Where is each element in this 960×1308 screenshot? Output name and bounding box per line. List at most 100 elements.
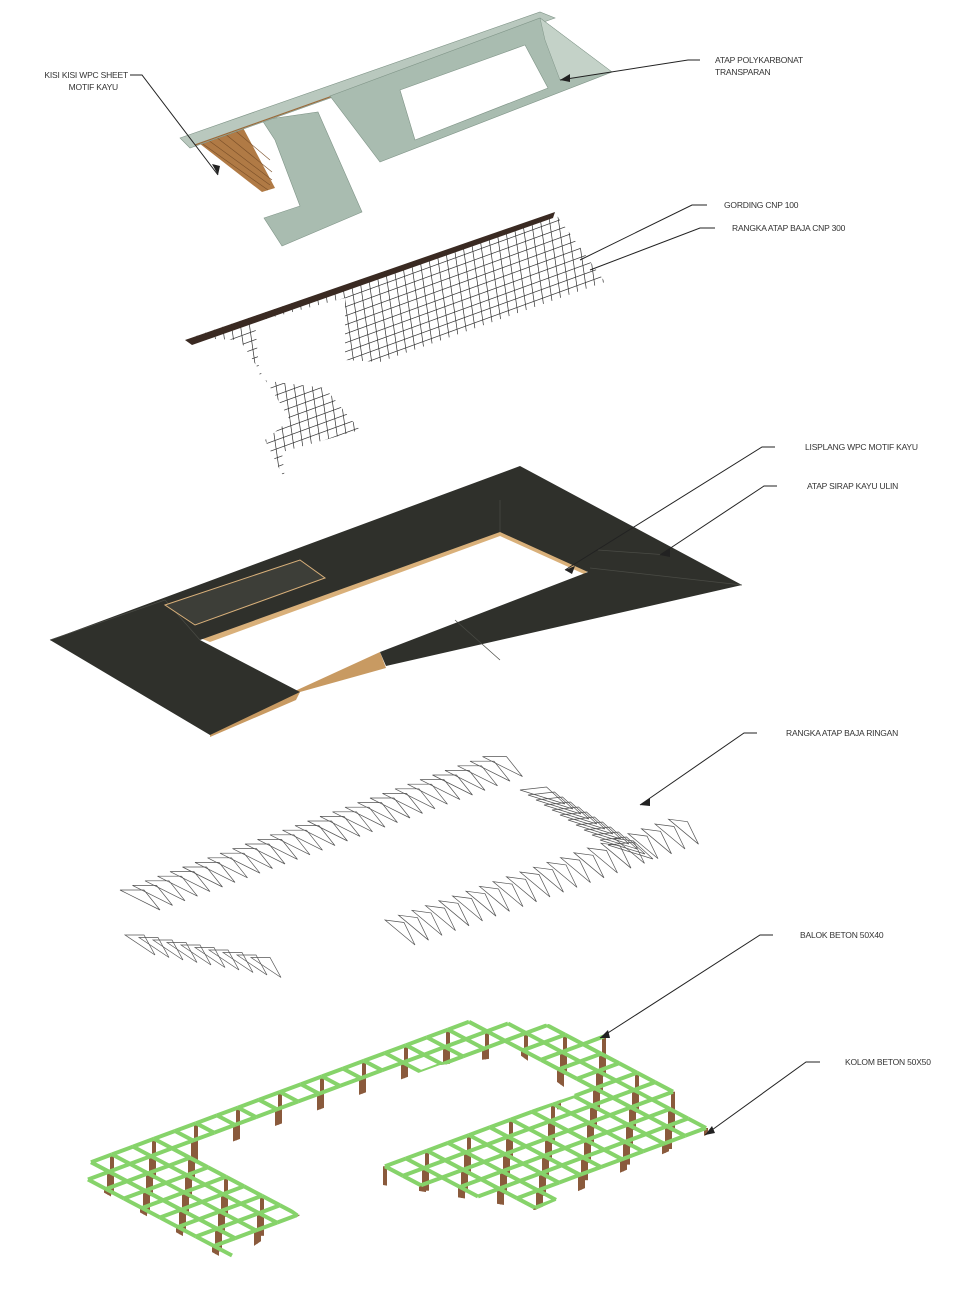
truss bbox=[221, 952, 254, 973]
concrete-beam bbox=[219, 1209, 239, 1223]
purlin-line bbox=[268, 213, 310, 480]
concrete-beam bbox=[612, 1096, 632, 1110]
concrete-beam bbox=[150, 1146, 173, 1158]
concrete-beam bbox=[129, 1154, 152, 1166]
concrete-beam bbox=[447, 1027, 467, 1041]
concrete-beam bbox=[168, 1155, 191, 1168]
concrete-beam bbox=[240, 1201, 260, 1215]
concrete-beam bbox=[489, 1117, 512, 1130]
concrete-beam bbox=[633, 1080, 656, 1092]
concrete-beam bbox=[186, 1173, 206, 1187]
truss bbox=[137, 937, 170, 958]
concrete-beam bbox=[444, 1037, 467, 1049]
concrete-beam bbox=[573, 1094, 593, 1108]
concrete-beam bbox=[441, 1175, 461, 1189]
truss bbox=[344, 806, 386, 828]
concrete-beam bbox=[153, 1137, 173, 1151]
truss bbox=[599, 842, 632, 869]
concrete-beam bbox=[528, 1127, 548, 1141]
concrete-beam bbox=[666, 1124, 686, 1138]
purlin-line bbox=[286, 213, 328, 480]
concrete-column bbox=[383, 1166, 387, 1207]
truss bbox=[444, 770, 486, 791]
concrete-beam bbox=[510, 1117, 530, 1131]
polycarbonate-roof-layer bbox=[179, 11, 613, 247]
truss bbox=[207, 857, 248, 879]
concrete-beam bbox=[516, 1196, 536, 1210]
concrete-beam bbox=[183, 1182, 206, 1195]
concrete-beam bbox=[651, 1097, 671, 1111]
rafter-line bbox=[190, 213, 605, 341]
truss bbox=[269, 834, 311, 856]
truss bbox=[451, 895, 483, 922]
concrete-beam bbox=[603, 1140, 626, 1152]
truss bbox=[257, 839, 298, 860]
concrete-beam bbox=[525, 1023, 548, 1035]
rafter-line bbox=[190, 278, 605, 440]
concrete-beam bbox=[606, 1122, 629, 1135]
concrete-column bbox=[422, 1168, 426, 1208]
truss bbox=[151, 939, 184, 961]
concrete-beam bbox=[543, 1040, 563, 1054]
polycarbonate-left-panel bbox=[261, 111, 363, 247]
label-baja-ringan: RANGKA ATAP BAJA RINGAN bbox=[786, 728, 898, 738]
concrete-beam bbox=[609, 1105, 632, 1117]
concrete-beam bbox=[144, 1181, 167, 1193]
concrete-beam bbox=[600, 1051, 620, 1065]
light-steel-truss-layer bbox=[119, 756, 699, 978]
concrete-beam bbox=[507, 1135, 527, 1149]
concrete-beam bbox=[258, 1211, 278, 1225]
concrete-beam bbox=[546, 1128, 569, 1141]
truss bbox=[182, 866, 223, 888]
concrete-beam bbox=[243, 1184, 263, 1198]
concrete-beam bbox=[522, 1161, 542, 1175]
concrete-column bbox=[236, 1107, 240, 1148]
roof-dormer bbox=[163, 559, 327, 626]
concrete-beam bbox=[177, 1217, 200, 1229]
concrete-beam bbox=[582, 1147, 605, 1160]
concrete-beam bbox=[129, 1162, 149, 1176]
concrete-beam bbox=[501, 1161, 524, 1174]
purlin-line bbox=[98, 210, 138, 490]
concrete-beam bbox=[465, 1150, 485, 1164]
concrete-beam bbox=[543, 1146, 566, 1158]
concrete-beam bbox=[402, 1052, 425, 1065]
purlin-line bbox=[502, 213, 544, 480]
concrete-beam bbox=[402, 1166, 425, 1178]
concrete-beam bbox=[207, 1165, 227, 1179]
truss bbox=[319, 816, 361, 837]
concrete-beam bbox=[621, 1149, 644, 1162]
concrete-beam bbox=[576, 1069, 599, 1081]
concrete-beam bbox=[444, 1045, 464, 1059]
concrete-beam bbox=[87, 1169, 110, 1182]
concrete-beam bbox=[468, 1133, 488, 1147]
concrete-beam bbox=[645, 1132, 665, 1146]
concrete-beam bbox=[132, 1144, 152, 1158]
rafter-line bbox=[190, 251, 605, 413]
purlin-line bbox=[89, 210, 129, 490]
concrete-beam bbox=[381, 1060, 404, 1073]
wood-lattice-panel bbox=[195, 122, 275, 192]
concrete-beam bbox=[576, 1077, 596, 1091]
truss bbox=[235, 954, 268, 976]
concrete-beam bbox=[195, 1113, 218, 1126]
truss bbox=[394, 788, 436, 810]
purlin-line bbox=[349, 213, 391, 480]
label-kisi-wpc-2: MOTIF KAYU bbox=[69, 82, 118, 92]
concrete-beam bbox=[222, 1192, 242, 1206]
truss bbox=[613, 837, 645, 864]
polycarbonate-ridge bbox=[179, 11, 556, 149]
concrete-beam bbox=[123, 1188, 146, 1201]
concrete-beam bbox=[579, 1165, 602, 1177]
concrete-beam bbox=[342, 1058, 365, 1071]
concrete-beam bbox=[111, 1144, 134, 1157]
truss bbox=[419, 779, 461, 800]
concrete-beam bbox=[360, 1068, 383, 1080]
purlin-line bbox=[403, 213, 445, 480]
concrete-beam bbox=[441, 1054, 464, 1067]
rafter-line bbox=[190, 215, 605, 377]
concrete-beam bbox=[402, 1174, 422, 1188]
concrete-beam bbox=[237, 1097, 260, 1110]
concrete-column bbox=[296, 1214, 300, 1255]
